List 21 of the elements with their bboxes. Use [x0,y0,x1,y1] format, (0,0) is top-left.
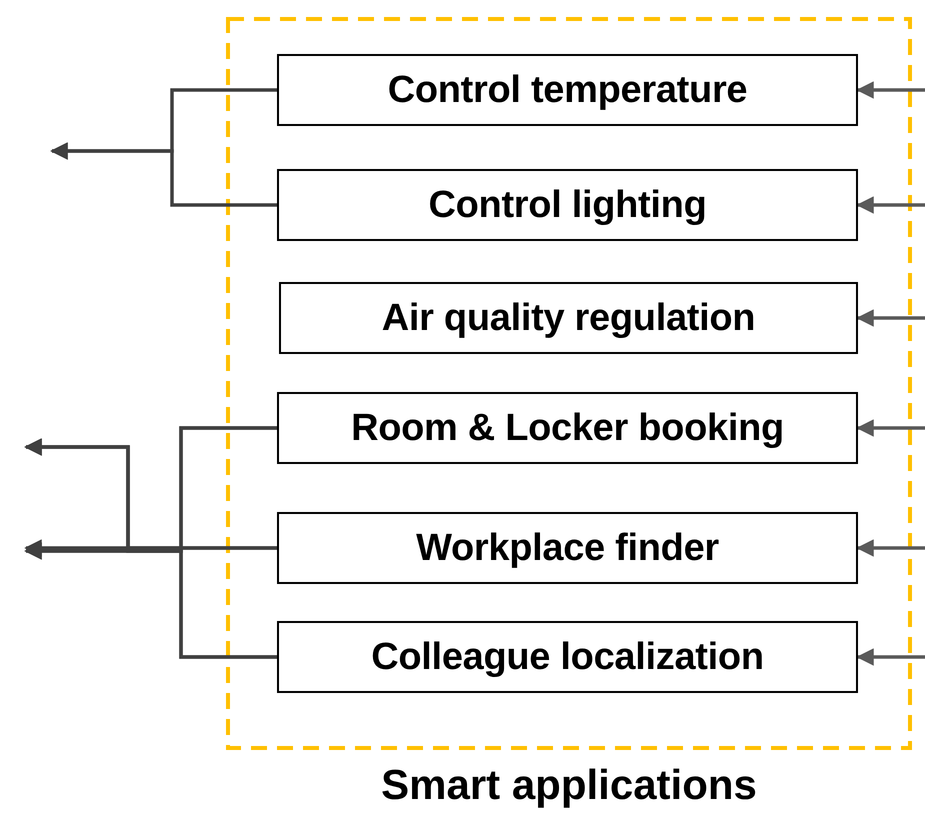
box-label: Room & Locker booking [351,406,784,450]
box-label: Air quality regulation [382,296,756,340]
arrow [856,539,925,557]
arrow [856,419,925,437]
process-box [277,169,858,241]
box-label: Workplace finder [416,526,719,570]
process-box [277,392,858,464]
arrow [24,438,277,659]
arrow [50,142,277,207]
arrow [856,648,925,666]
arrow [856,309,925,327]
arrow [856,196,925,214]
process-box [279,282,858,354]
process-box [277,512,858,584]
arrow [856,81,925,99]
process-box [277,54,858,126]
group-title: Smart applications [380,761,758,809]
box-label: Control temperature [388,68,748,112]
box-label: Colleague localization [371,636,764,678]
process-box [277,621,858,693]
box-label: Control lighting [428,184,706,226]
